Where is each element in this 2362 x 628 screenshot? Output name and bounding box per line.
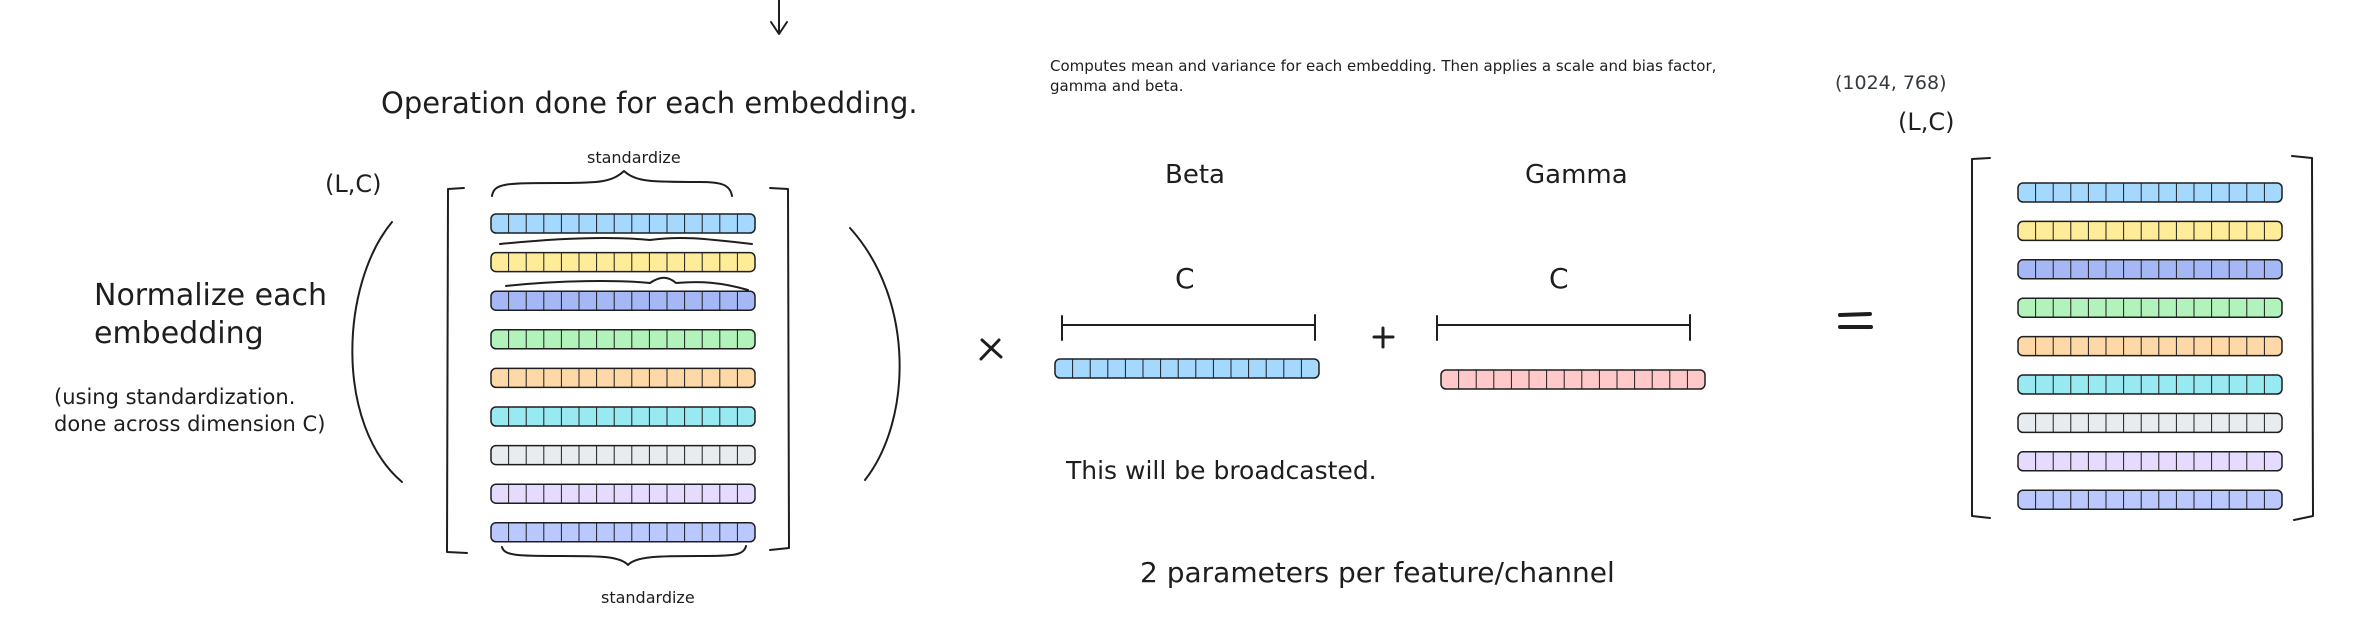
using-line-1: (using standardization. — [54, 385, 296, 409]
using-line-2: done across dimension C) — [54, 412, 326, 436]
incoming-arrowhead — [770, 21, 788, 35]
normalize-line-1: Normalize each — [94, 278, 327, 313]
description-line-1: Computes mean and variance for each embe… — [1050, 57, 1717, 75]
left-matrix-close-bracket — [769, 187, 790, 551]
input-embedding-row — [490, 522, 756, 543]
standardize-bottom-brace — [501, 545, 747, 566]
output-embedding-row — [2017, 451, 2283, 472]
beta-vector — [1054, 358, 1320, 379]
output-shape-label: (L,C) — [1898, 108, 1955, 136]
broadcast-note: This will be broadcasted. — [1066, 456, 1377, 485]
input-embedding-row — [490, 367, 756, 389]
multiply-stroke-b — [979, 338, 1001, 361]
right-matrix-close-bracket — [2291, 155, 2314, 521]
input-embedding-row — [490, 483, 756, 504]
equals-sign: = — [1842, 306, 1843, 307]
output-embedding-row — [2017, 297, 2283, 318]
multiply-sign: × — [978, 328, 979, 329]
row-highlight-brace-2 — [505, 276, 749, 291]
beta-dimension-label: C — [1175, 262, 1195, 295]
beta-dimension-bracket — [1061, 314, 1316, 341]
input-embedding-row — [490, 251, 756, 273]
gamma-vector — [1440, 369, 1706, 390]
output-embedding-row — [2017, 220, 2283, 242]
standardize-bottom-label: standardize — [601, 588, 695, 607]
operation-title: Operation done for each embedding. — [381, 86, 918, 120]
left-close-paren — [849, 227, 901, 481]
gamma-dimension-bracket — [1436, 314, 1691, 341]
input-embedding-row — [490, 329, 756, 350]
standardize-top-brace — [491, 170, 733, 197]
right-matrix-open-bracket — [1971, 157, 1991, 519]
output-embedding-row — [2017, 182, 2283, 203]
beta-label: Beta — [1165, 160, 1225, 190]
output-shape-numeric: (1024, 768) — [1835, 72, 1947, 94]
input-embedding-row — [490, 213, 756, 234]
equals-stroke-top — [1838, 312, 1872, 317]
left-open-paren — [351, 221, 403, 483]
row-highlight-brace-1 — [499, 236, 753, 245]
output-embedding-row — [2017, 335, 2283, 357]
input-embedding-row — [490, 290, 756, 311]
output-embedding-row — [2017, 489, 2283, 510]
output-embedding-row — [2017, 412, 2283, 434]
input-embedding-row — [490, 406, 756, 427]
normalize-line-2: embedding — [94, 316, 264, 351]
description-line-2: gamma and beta. — [1050, 77, 1184, 95]
gamma-label: Gamma — [1525, 160, 1628, 190]
input-embedding-row — [490, 444, 756, 466]
standardize-top-label: standardize — [587, 148, 681, 167]
output-embedding-row — [2017, 259, 2283, 280]
plus-sign: + — [1376, 322, 1377, 323]
output-embedding-row — [2017, 374, 2283, 395]
gamma-dimension-label: C — [1549, 262, 1569, 295]
left-shape-label: (L,C) — [325, 170, 382, 198]
params-note: 2 parameters per feature/channel — [1140, 556, 1615, 589]
left-matrix-open-bracket — [446, 187, 468, 554]
